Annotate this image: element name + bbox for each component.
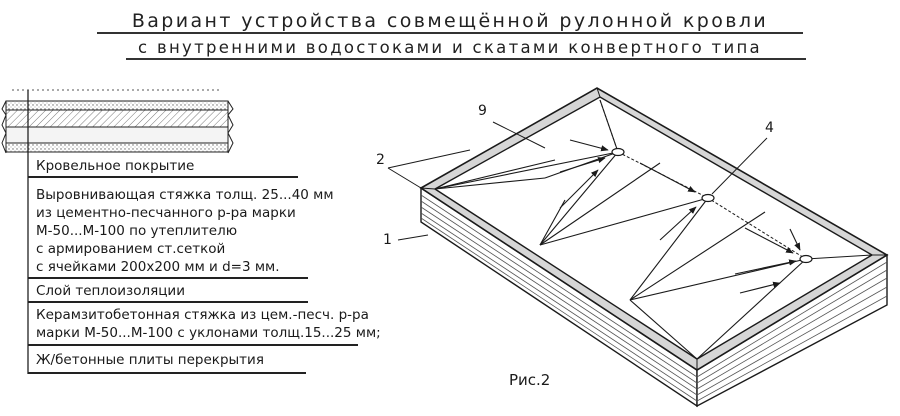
layer-line: марки М-50...М-100 с уклонами толщ.15...… — [36, 325, 381, 341]
layer-line: Выровнивающая стяжка толщ. 25...40 мм — [36, 187, 334, 203]
callout-4: 4 — [765, 120, 774, 136]
layer-roof-covering: Кровельное покрытие — [36, 157, 194, 175]
layer-line: Керамзитобетонная стяжка из цем.-песч. р… — [36, 307, 369, 323]
roof-section — [1, 89, 234, 374]
layer-divider — [28, 301, 308, 303]
figure-label: Рис.2 — [509, 371, 551, 389]
layer-line: Слой теплоизоляции — [36, 283, 185, 299]
layer-divider — [28, 344, 358, 346]
layer-expanded-clay-screed: Керамзитобетонная стяжка из цем.-песч. р… — [36, 306, 381, 342]
layer-line: из цементно-песчанного р-ра марки — [36, 205, 296, 221]
layer-line: с армированием ст.сеткой — [36, 241, 226, 257]
drawing-subtitle: с внутренними водостоками и скатами конв… — [138, 38, 762, 57]
layer-line: Ж/бетонные плиты перекрытия — [36, 352, 264, 368]
layer-leveling-screed: Выровнивающая стяжка толщ. 25...40 мм из… — [36, 186, 334, 276]
callout-1: 1 — [383, 232, 392, 248]
subtitle-underline — [126, 58, 806, 60]
layer-divider — [28, 277, 308, 279]
layer-line: М-50...М-100 по утеплителю — [36, 223, 238, 239]
callout-9: 9 — [478, 103, 487, 119]
layer-line: Кровельное покрытие — [36, 158, 195, 174]
title-underline — [97, 32, 803, 34]
layer-thermal-insulation: Слой теплоизоляции — [36, 282, 185, 300]
roof-3d — [387, 87, 889, 408]
layer-divider — [28, 176, 298, 178]
drawing-title: Вариант устройства совмещённой рулонной … — [131, 10, 769, 32]
layer-concrete-slabs: Ж/бетонные плиты перекрытия — [36, 351, 264, 369]
layer-line: с ячейками 200х200 мм и d=3 мм. — [36, 259, 280, 275]
callout-2: 2 — [376, 152, 385, 168]
layer-divider — [28, 372, 306, 374]
